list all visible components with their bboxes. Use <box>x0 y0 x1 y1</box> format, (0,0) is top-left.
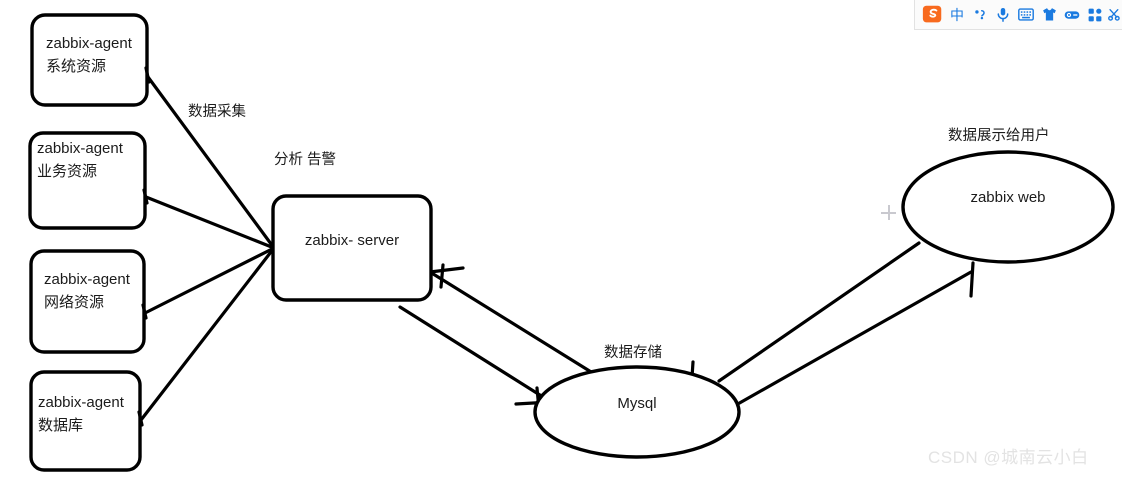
node-agent-system-shape[interactable] <box>30 13 149 107</box>
tick-agent-system <box>144 66 151 84</box>
more-tools-icon[interactable] <box>1108 4 1120 26</box>
csdn-watermark: CSDN @城南云小白 <box>928 448 1089 467</box>
tick-agent-database <box>137 410 144 427</box>
edge-mysql-to-web <box>717 241 921 383</box>
node-zabbix-web-label: zabbix web <box>970 189 1046 206</box>
arrowhead-mysql-to-web <box>969 261 975 298</box>
edge-agent-network-to-server <box>143 246 276 315</box>
tick-agent-network <box>141 303 148 320</box>
node-agent-network-shape[interactable] <box>29 249 146 354</box>
edge-endpoint-ticks <box>137 66 151 427</box>
edge-label-data-presentation: 数据展示给用户 <box>948 128 1050 144</box>
crosshair-marker-icon <box>881 205 896 220</box>
edge-mysql-to-server <box>428 270 598 377</box>
punctuation-mode-icon[interactable] <box>970 4 990 26</box>
node-zabbix-web-shape[interactable] <box>901 150 1115 264</box>
apps-grid-icon[interactable] <box>1085 4 1105 26</box>
soft-keyboard-icon[interactable] <box>1016 4 1036 26</box>
edge-web-to-mysql <box>734 270 973 407</box>
edge-group-agents-to-server <box>139 75 276 422</box>
edge-server-to-mysql <box>398 305 553 404</box>
emoji-toolbox-icon[interactable] <box>1062 4 1082 26</box>
ime-toolbar[interactable]: 中 <box>914 0 1122 30</box>
arrowhead-mysql-to-server-b <box>439 263 445 289</box>
sogou-logo-icon[interactable] <box>921 4 944 26</box>
node-zabbix-server-shape[interactable] <box>271 194 433 302</box>
node-mysql-shape[interactable] <box>533 365 741 459</box>
edge-label-data-collection: 数据采集 <box>188 104 246 120</box>
arrowhead-mysql-to-server-a <box>428 266 465 274</box>
node-agent-business-shape[interactable] <box>28 131 147 230</box>
edge-label-data-storage: 数据存储 <box>604 345 662 361</box>
edge-agent-system-to-server <box>146 75 276 250</box>
node-zabbix-server-label: zabbix- server <box>304 232 400 249</box>
skin-icon[interactable] <box>1039 4 1059 26</box>
node-agent-database-shape[interactable] <box>29 370 142 472</box>
edge-group-mysql-web <box>689 241 975 407</box>
edge-agent-business-to-server <box>144 195 276 250</box>
edge-agent-database-to-server <box>139 246 276 422</box>
edge-label-analysis-alert: 分析 告警 <box>274 152 337 168</box>
voice-input-icon[interactable] <box>993 4 1013 26</box>
node-mysql-label: Mysql <box>617 395 657 412</box>
chinese-mode-icon[interactable]: 中 <box>950 6 964 23</box>
tick-agent-business <box>142 188 149 205</box>
node-shapes <box>28 13 1115 472</box>
